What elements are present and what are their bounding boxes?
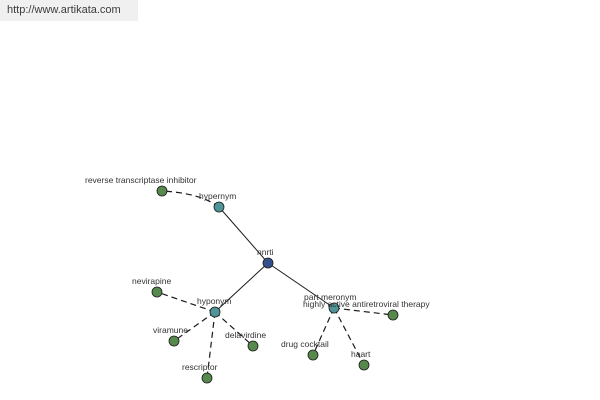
label-drug-cocktail: drug cocktail bbox=[281, 339, 329, 349]
node-part-meronym[interactable] bbox=[328, 302, 340, 314]
edge-meronym-haart bbox=[333, 307, 365, 366]
url-bar: http://www.artikata.com bbox=[0, 0, 138, 21]
edge-hyponym-nevirapine bbox=[156, 291, 216, 313]
edge-root-hyponym bbox=[214, 262, 269, 313]
label-part-meronym: part meronym bbox=[304, 292, 356, 302]
node-rescriptor[interactable] bbox=[201, 372, 213, 384]
node-hyponym[interactable] bbox=[209, 306, 221, 318]
node-delavirdine[interactable] bbox=[247, 340, 259, 352]
node-reverse-transcriptase-inhibitor[interactable] bbox=[156, 185, 168, 197]
node-nnrti[interactable] bbox=[262, 257, 274, 269]
label-delavirdine: delavirdine bbox=[225, 330, 266, 340]
edge-root-hypernym bbox=[218, 206, 269, 264]
edge-hyponym-rescriptor bbox=[206, 311, 216, 379]
label-highly-active-antiretroviral-therapy: highly active antiretroviral therapy bbox=[303, 299, 430, 309]
node-hypernym[interactable] bbox=[213, 201, 225, 213]
node-highly-active-antiretroviral-therapy[interactable] bbox=[387, 309, 399, 321]
artikata-link[interactable]: http://www.artikata.com bbox=[7, 4, 121, 16]
label-rescriptor: rescriptor bbox=[182, 362, 218, 372]
node-drug-cocktail[interactable] bbox=[307, 349, 319, 361]
label-reverse-transcriptase-inhibitor: reverse transcriptase inhibitor bbox=[85, 175, 197, 185]
edge-root-part-meronym bbox=[267, 262, 335, 309]
label-nnrti: nnrti bbox=[257, 247, 274, 257]
label-hypernym: hypernym bbox=[199, 191, 236, 201]
edge-hyponym-delavirdine bbox=[214, 311, 254, 347]
label-viramune: viramune bbox=[153, 325, 188, 335]
edge-meronym-drug-cocktail bbox=[312, 307, 335, 356]
node-viramune[interactable] bbox=[168, 335, 180, 347]
edge-meronym-haart-therapy bbox=[333, 307, 394, 316]
edge-hyponym-viramune bbox=[173, 311, 216, 342]
node-haart[interactable] bbox=[358, 359, 370, 371]
node-nevirapine[interactable] bbox=[151, 286, 163, 298]
label-nevirapine: nevirapine bbox=[132, 276, 171, 286]
label-hyponym: hyponym bbox=[197, 296, 232, 306]
label-haart: haart bbox=[351, 349, 371, 359]
